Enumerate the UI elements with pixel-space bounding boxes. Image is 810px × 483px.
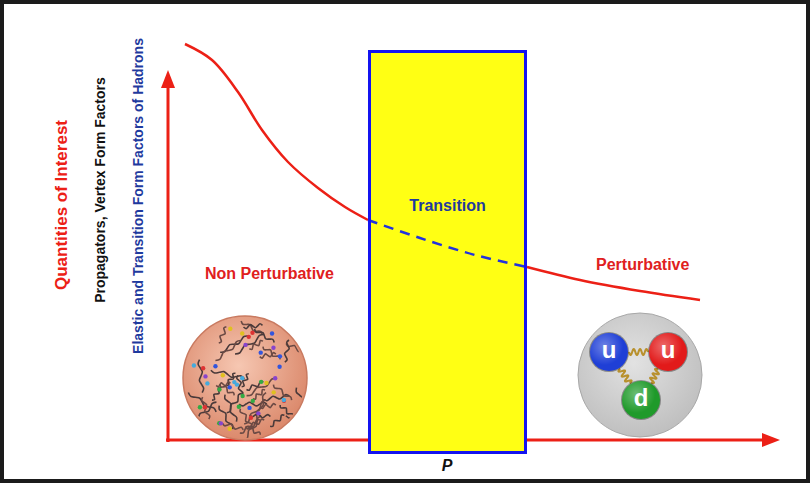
quark-dot — [277, 365, 281, 369]
quark-dot — [249, 416, 253, 420]
quark-ball: u — [649, 333, 687, 371]
quark-dot — [247, 406, 251, 410]
gluon-strand — [223, 423, 244, 430]
curve-dashed — [368, 220, 527, 267]
x-arrowhead — [762, 433, 780, 447]
quark-dot — [247, 335, 251, 339]
quark-dot — [282, 398, 286, 402]
region-label: Perturbative — [596, 256, 689, 274]
quark-dot — [282, 399, 286, 403]
quark-dot — [278, 354, 282, 358]
transition-band: Transition — [368, 50, 527, 454]
y-arrowhead — [161, 70, 175, 88]
node-label: u — [661, 338, 676, 362]
gluon-strand — [273, 385, 291, 400]
quark-dot — [205, 381, 209, 385]
quark-dot — [203, 405, 207, 409]
quark-dot — [256, 411, 260, 415]
quark-dot — [213, 364, 217, 368]
nonperturbative-blob — [183, 316, 321, 440]
quark-dot — [243, 343, 247, 347]
quark-dot — [227, 426, 231, 430]
quark-dot — [198, 405, 202, 409]
quark-dot — [227, 385, 231, 389]
gluon-strand — [211, 370, 245, 379]
quark-dot — [273, 376, 277, 380]
gluon-strand — [260, 404, 276, 409]
axis-label: P — [442, 457, 453, 475]
quark-dot — [271, 346, 275, 350]
gluon-strand — [285, 340, 290, 362]
axis-subtitle: Elastic and Transition Form Factors of H… — [130, 38, 146, 354]
quark-dot — [250, 331, 254, 335]
quark-dot — [203, 374, 207, 378]
gluon-strand — [247, 378, 277, 395]
quark-dot — [271, 390, 275, 394]
gluon-strand — [235, 334, 264, 353]
quark-ball: d — [622, 381, 660, 419]
axis-title: Quantities of Interest — [52, 120, 72, 290]
curve — [185, 44, 700, 300]
gluon-strand — [247, 419, 264, 427]
quark-dot — [259, 350, 263, 354]
quark-dot — [228, 327, 232, 331]
quark-dot — [240, 376, 244, 380]
gluon-strand — [220, 336, 248, 352]
curve-segment — [185, 44, 368, 220]
quark-dot — [201, 366, 205, 370]
gluon-strand — [286, 416, 321, 423]
quark-dot — [251, 399, 255, 403]
gluon-strand — [198, 360, 204, 393]
quark-dot — [237, 405, 241, 409]
gluon-strand — [280, 405, 293, 417]
quark-dot — [259, 380, 263, 384]
quark-dot — [240, 331, 244, 335]
gluon-strand — [219, 327, 227, 343]
node-label: d — [634, 386, 649, 410]
gluon-strand — [212, 388, 221, 400]
band-fill — [368, 50, 527, 454]
node-label: Transition — [409, 197, 485, 215]
quark-dot — [270, 331, 274, 335]
gluon-strand — [244, 324, 263, 329]
quark-dot — [264, 381, 268, 385]
gluon-line — [618, 369, 631, 384]
gluon-strand — [244, 400, 266, 424]
gluon-strand — [215, 341, 240, 361]
quark-dot — [192, 363, 196, 367]
y-axis — [167, 86, 170, 442]
node-label: u — [602, 338, 617, 362]
gluon-strand — [202, 397, 210, 419]
gluon-strand — [270, 415, 284, 426]
gluon-strand — [227, 393, 242, 412]
gluon-line — [629, 349, 648, 355]
gluon-strand — [249, 340, 263, 349]
quark-dot — [232, 380, 236, 384]
axis-subtitle: Propagators, Vertex Form Factors — [92, 77, 108, 303]
gluon-strand — [263, 347, 280, 360]
quark-ball: u — [590, 333, 628, 371]
quark-dot — [217, 387, 221, 391]
region-label: Non Perturbative — [205, 265, 334, 283]
quark-dot — [240, 394, 244, 398]
gluon-strand — [255, 329, 275, 342]
proton-circle — [578, 313, 702, 437]
gluon-strand — [220, 384, 234, 395]
gluon-line — [650, 369, 659, 383]
quark-dot — [219, 421, 223, 425]
gluon-strand — [296, 388, 309, 418]
quark-dot — [221, 373, 225, 377]
